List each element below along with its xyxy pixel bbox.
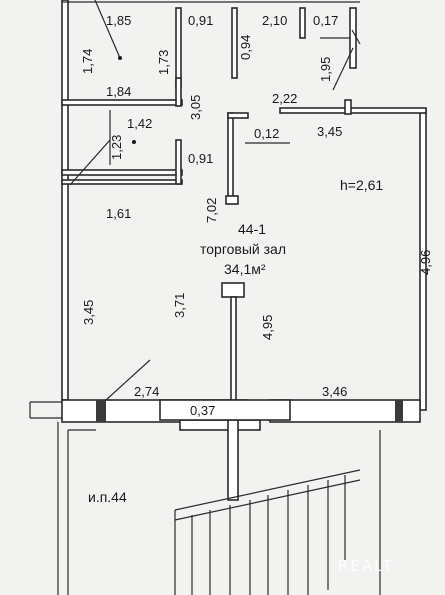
- dim-1-61: 1,61: [106, 206, 131, 221]
- dim-1-23: 1,23: [109, 135, 124, 160]
- dim-2-10: 2,10: [262, 13, 287, 28]
- room-name: торговый зал: [200, 241, 286, 257]
- dim-0-12: 0,12: [254, 126, 279, 141]
- dim-1-95: 1,95: [318, 57, 333, 82]
- dim-0-37: 0,37: [190, 403, 215, 418]
- dim-4-95: 4,95: [260, 315, 275, 340]
- room-area: 34,1м²: [224, 261, 266, 277]
- room-labels: h=2,61 44-1 торговый зал 34,1м² и.п.44: [88, 177, 383, 505]
- dim-3-71: 3,71: [172, 293, 187, 318]
- dimension-labels: 1,85 0,91 0,94 2,10 0,17 1,74 1,73 1,95 …: [80, 13, 433, 418]
- dim-3-46: 3,46: [322, 384, 347, 399]
- dim-7-02: 7,02: [204, 198, 219, 223]
- dim-3-45-top: 3,45: [317, 124, 342, 139]
- dim-0-17: 0,17: [313, 13, 338, 28]
- dim-3-45-left: 3,45: [81, 300, 96, 325]
- dim-2-74: 2,74: [134, 384, 159, 399]
- dim-1-74: 1,74: [80, 49, 95, 74]
- dim-1-73: 1,73: [156, 50, 171, 75]
- dim-2-22: 2,22: [272, 91, 297, 106]
- room-number: 44-1: [238, 221, 266, 237]
- dim-0-91-top: 0,91: [188, 13, 213, 28]
- dim-1-42: 1,42: [127, 116, 152, 131]
- dim-0-91-mid: 0,91: [188, 151, 213, 166]
- upper-partitions: [61, 0, 361, 186]
- stair-label: и.п.44: [88, 489, 127, 505]
- dim-1-84: 1,84: [106, 84, 131, 99]
- watermark: REALT: [338, 557, 394, 575]
- room-height: h=2,61: [340, 177, 383, 193]
- central-column: [105, 112, 291, 501]
- dim-3-05: 3,05: [188, 95, 203, 120]
- dim-4-96: 4,96: [418, 250, 433, 275]
- dim-1-85: 1,85: [106, 13, 131, 28]
- dim-0-94: 0,94: [238, 35, 253, 60]
- stair-area: [57, 422, 381, 595]
